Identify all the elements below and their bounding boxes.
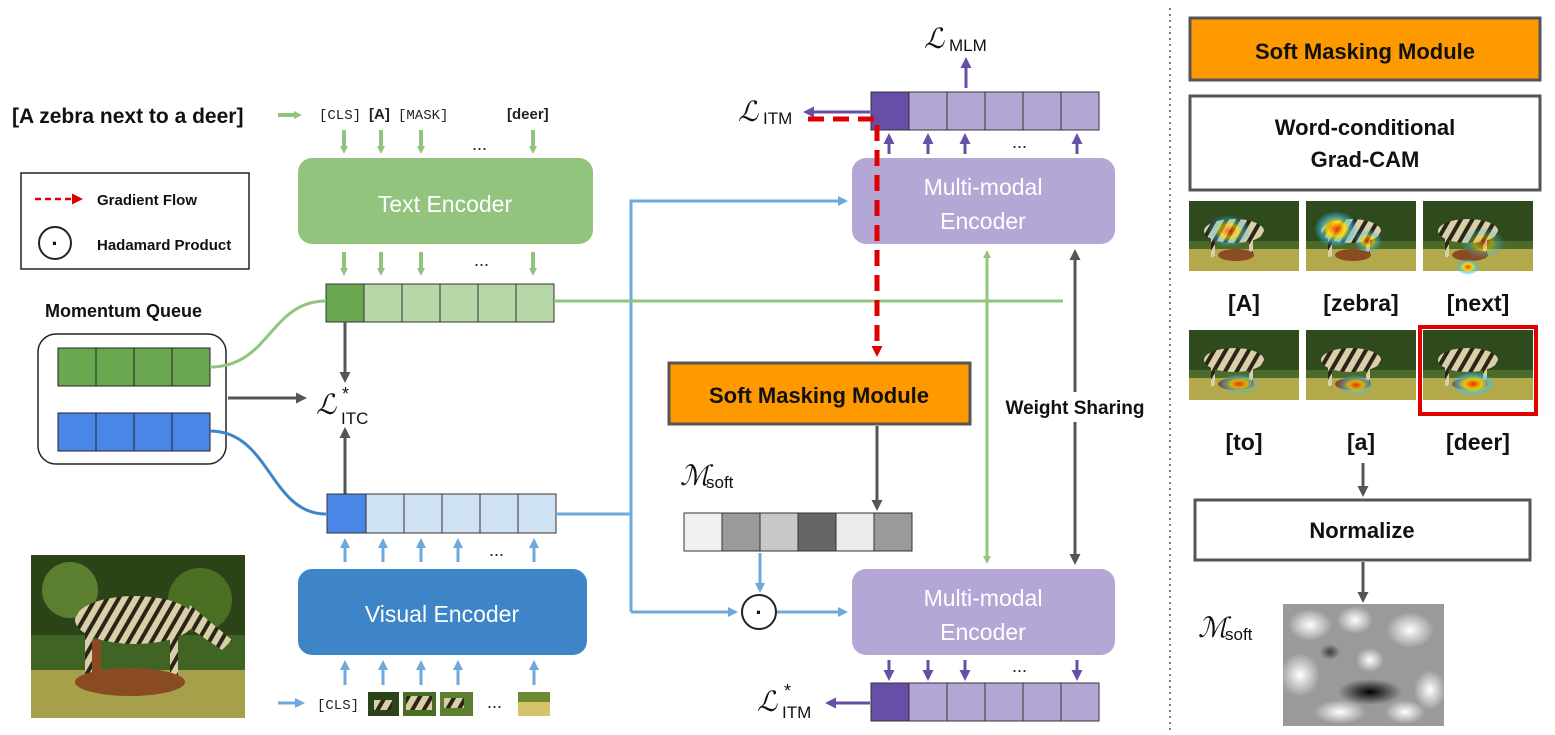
bottom-output-bar <box>870 682 1100 722</box>
word-label-a: [A] <box>1228 290 1260 316</box>
gradcam-thumb-a2 <box>1306 330 1416 400</box>
normalize-label: Normalize <box>1309 518 1414 543</box>
soft-mask-bar <box>683 512 913 552</box>
visual-output-arrows <box>340 538 539 562</box>
visual-output-dots: ... <box>489 540 504 560</box>
momentum-queue-text <box>57 347 211 387</box>
svg-text:MLM: MLM <box>949 36 987 55</box>
svg-text:*: * <box>784 681 791 701</box>
visual-to-multimodal-connectors <box>556 196 848 617</box>
text-feature-bar <box>325 283 555 323</box>
text-token-a: [A] <box>369 106 390 123</box>
gradcam-thumb-zebra <box>1306 201 1416 271</box>
normalize-box <box>1193 498 1532 562</box>
weight-sharing-label: Weight Sharing <box>1006 398 1145 419</box>
word-label-next: [next] <box>1447 290 1510 316</box>
svg-text:ℒ: ℒ <box>924 22 945 55</box>
legend-gradient-flow: Gradient Flow <box>97 192 197 209</box>
text-token-deer: [deer] <box>507 106 549 123</box>
visual-input-arrows <box>340 660 539 685</box>
gradcam-thumb-deer <box>1418 325 1538 416</box>
svg-text:ITM: ITM <box>782 703 811 722</box>
visual-token-dots: ... <box>487 692 502 712</box>
queue-blue-curve <box>209 429 327 516</box>
legend-hadamard: Hadamard Product <box>97 237 231 254</box>
text-token-cls: [CLS] <box>319 108 361 124</box>
top-output-arrows <box>883 133 1083 154</box>
loss-m-soft: ℳ soft <box>680 459 734 492</box>
soft-mask-image <box>1280 604 1446 726</box>
loss-mlm: ℒ MLM <box>924 22 987 55</box>
input-caption: [A zebra next to a deer] <box>12 105 243 128</box>
gradcam-line2: Grad-CAM <box>1311 147 1420 172</box>
multimodal-encoder-bottom <box>852 569 1115 655</box>
word-label-to: [to] <box>1225 429 1262 455</box>
svg-text:ITC: ITC <box>341 409 368 428</box>
svg-text:*: * <box>342 384 349 404</box>
bottom-output-dots: ... <box>1012 656 1027 676</box>
svg-text:ℒ: ℒ <box>316 388 337 421</box>
queue-green-curve <box>209 299 327 369</box>
right-panel-title: Soft Masking Module <box>1255 39 1475 64</box>
text-token-mask: [MASK] <box>398 108 448 124</box>
loss-itm: ℒ ITM <box>738 95 792 128</box>
mm-encoder-bottom-line2: Encoder <box>940 619 1026 645</box>
visual-encoder-label: Visual Encoder <box>365 601 520 627</box>
gradcam-thumb-to <box>1189 330 1299 400</box>
loss-itc: ℒ * ITC <box>316 384 368 428</box>
soft-masking-module-label: Soft Masking Module <box>709 383 929 408</box>
svg-text:soft: soft <box>706 473 734 492</box>
top-output-dots: ... <box>1012 132 1027 152</box>
word-label-zebra: [zebra] <box>1323 290 1398 316</box>
text-token-dots: ... <box>472 134 487 154</box>
right-m-soft-label: ℳ soft <box>1198 611 1253 644</box>
visual-encoder <box>298 569 587 655</box>
hadamard-swatch-dot: · <box>51 231 58 256</box>
svg-text:ℒ: ℒ <box>738 95 759 128</box>
soft-masking-module <box>667 361 972 426</box>
multimodal-encoder-top <box>852 158 1115 244</box>
word-label-a-lower: [a] <box>1347 429 1375 455</box>
visual-token-cls: [CLS] <box>317 698 359 714</box>
gradcam-box <box>1188 94 1542 192</box>
svg-text:ℳ: ℳ <box>1198 611 1232 644</box>
gradcam-thumb-next <box>1423 201 1533 275</box>
hadamard-swatch <box>38 226 72 260</box>
text-encoder-label: Text Encoder <box>378 191 513 217</box>
svg-text:ℳ: ℳ <box>680 459 714 492</box>
mm-encoder-bottom-line1: Multi-modal <box>924 585 1043 611</box>
text-output-dots: ... <box>474 250 489 270</box>
text-encoder <box>298 158 593 244</box>
loss-itm-star: ℒ * ITM <box>757 681 811 722</box>
image-patches <box>368 692 550 716</box>
momentum-queue-label: Momentum Queue <box>45 301 202 321</box>
svg-text:ITM: ITM <box>763 109 792 128</box>
text-output-arrows <box>340 252 537 276</box>
word-label-deer: [deer] <box>1446 429 1510 455</box>
gradcam-line1: Word-conditional <box>1275 115 1455 140</box>
right-panel-title-box <box>1188 16 1542 82</box>
mm-encoder-top-line2: Encoder <box>940 208 1026 234</box>
mm-encoder-top-line1: Multi-modal <box>924 174 1043 200</box>
top-output-bar <box>870 91 1100 131</box>
gradcam-thumb-a <box>1189 201 1299 271</box>
hadamard-product-node <box>741 594 777 630</box>
text-to-multimodal-connectors <box>554 250 1063 564</box>
visual-feature-bar <box>326 493 557 534</box>
hadamard-product-dot: · <box>755 600 762 625</box>
bottom-output-arrows <box>883 660 1083 681</box>
svg-text:ℒ: ℒ <box>757 685 778 718</box>
input-image <box>31 555 245 718</box>
svg-text:soft: soft <box>1225 625 1253 644</box>
momentum-queue-visual <box>57 412 211 452</box>
text-input-arrows <box>340 130 537 154</box>
